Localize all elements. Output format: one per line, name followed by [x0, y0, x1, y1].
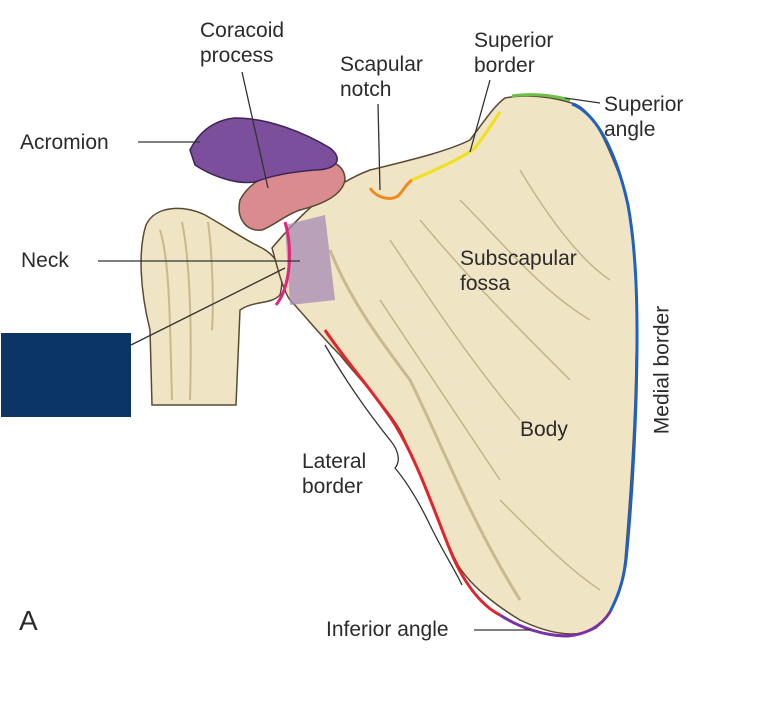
acromion — [189, 117, 338, 184]
humerus — [140, 207, 283, 406]
superior-angle-line — [511, 93, 571, 102]
medial-border-line — [571, 102, 639, 613]
scapular-notch-line — [368, 178, 413, 200]
label-inferior-angle: Inferior angle — [326, 618, 449, 641]
neck-region — [285, 215, 335, 305]
label-sup-angle-line2: angle — [604, 118, 656, 141]
label-sup-border-line1: Superior — [474, 29, 554, 52]
label-fossa-line2: fossa — [460, 272, 511, 295]
label-subscapular-fossa: Subscapular fossa — [460, 246, 577, 296]
label-fossa-line1: Subscapular — [460, 247, 577, 270]
label-lateral-border: Lateral border — [302, 449, 366, 499]
label-superior-border: Superior border — [474, 28, 553, 78]
fossa-shading — [379, 169, 611, 591]
label-lat-border-line2: border — [302, 475, 363, 498]
label-notch-line2: notch — [340, 78, 392, 101]
leader-mask — [130, 267, 286, 346]
inferior-angle-line — [499, 611, 612, 638]
superior-border-line — [411, 111, 502, 182]
masked-label-box — [1, 333, 131, 417]
lateral-ridge — [328, 249, 522, 601]
label-coracoid-process: Coracoid process — [200, 18, 284, 68]
label-body: Body — [520, 418, 568, 441]
label-notch-line1: Scapular — [340, 53, 423, 76]
label-coracoid-line2: process — [200, 44, 274, 67]
label-coracoid-line1: Coracoid — [200, 19, 285, 42]
leader-coracoid — [241, 71, 269, 189]
label-scapular-notch: Scapular notch — [340, 52, 423, 102]
label-neck: Neck — [21, 249, 69, 272]
lateral-border-line — [323, 329, 501, 617]
label-acromion: Acromion — [20, 131, 109, 154]
label-lat-border-line1: Lateral — [302, 450, 367, 473]
humerus-shading — [159, 221, 214, 401]
leader-superior-border — [469, 79, 491, 153]
glenoid-line — [274, 221, 291, 306]
label-sup-angle-line1: Superior — [604, 93, 684, 116]
leader-scapular-notch — [377, 103, 381, 191]
leader-lines — [98, 71, 601, 631]
figure-letter: A — [19, 605, 38, 636]
label-superior-angle: Superior angle — [604, 92, 683, 142]
label-sup-border-line2: border — [474, 54, 535, 77]
label-medial-border: Medial border — [650, 305, 674, 435]
lateral-border-bracket — [324, 344, 463, 586]
leader-superior-angle — [564, 97, 601, 104]
